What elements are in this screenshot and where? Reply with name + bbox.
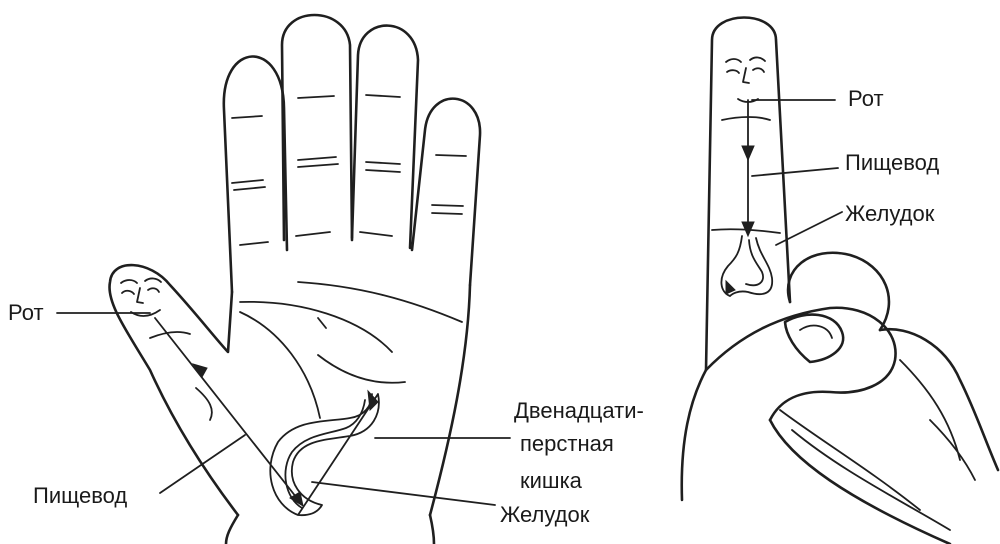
fist-hand-drawing (682, 18, 998, 544)
label-duodenum-line1: Двенадцати- (514, 398, 644, 423)
palm-right-edge (430, 285, 470, 515)
right-stomach-arrowhead (726, 281, 735, 294)
label-mouth-left: Рот (8, 300, 44, 325)
label-duodenum-line2: перстная (520, 431, 614, 456)
fist-knuckle-lines (780, 360, 975, 530)
right-labels: Рот Пищевод Желудок (845, 86, 939, 226)
finger-face-icon (726, 57, 765, 102)
little-finger-outline (412, 99, 480, 285)
middle-finger-outline (282, 15, 352, 240)
index-finger-outline (224, 56, 287, 292)
palm-lines (240, 282, 462, 418)
thumb-face-icon (121, 278, 161, 315)
label-esophagus-left: Пищевод (33, 483, 127, 508)
left-leader-lines (57, 313, 510, 505)
finger-creases (232, 95, 466, 245)
label-stomach-left: Желудок (500, 502, 590, 527)
right-esophagus-arrowhead-mid (742, 146, 754, 160)
ring-finger-curled (880, 329, 998, 470)
wrist-line (226, 515, 434, 544)
left-labels: Рот Пищевод Двенадцати- перстная кишка Ж… (8, 300, 644, 527)
ring-finger-outline (352, 26, 418, 248)
thumbnail-inner (800, 326, 832, 338)
thumb-over-fist (706, 308, 896, 420)
fist-lower-edge (682, 370, 950, 544)
label-mouth-right: Рот (848, 86, 884, 111)
label-duodenum-line3: кишка (520, 468, 583, 493)
thumbnail (785, 315, 843, 362)
right-stomach-inner (746, 240, 763, 285)
label-esophagus-right: Пищевод (845, 150, 939, 175)
thumb-outline (109, 265, 238, 515)
label-stomach-right: Желудок (845, 201, 935, 226)
open-hand-drawing (57, 15, 510, 544)
thumb-crease-lower (196, 388, 212, 420)
right-leader-lines (752, 100, 842, 245)
duodenum-arrowhead (368, 391, 378, 410)
